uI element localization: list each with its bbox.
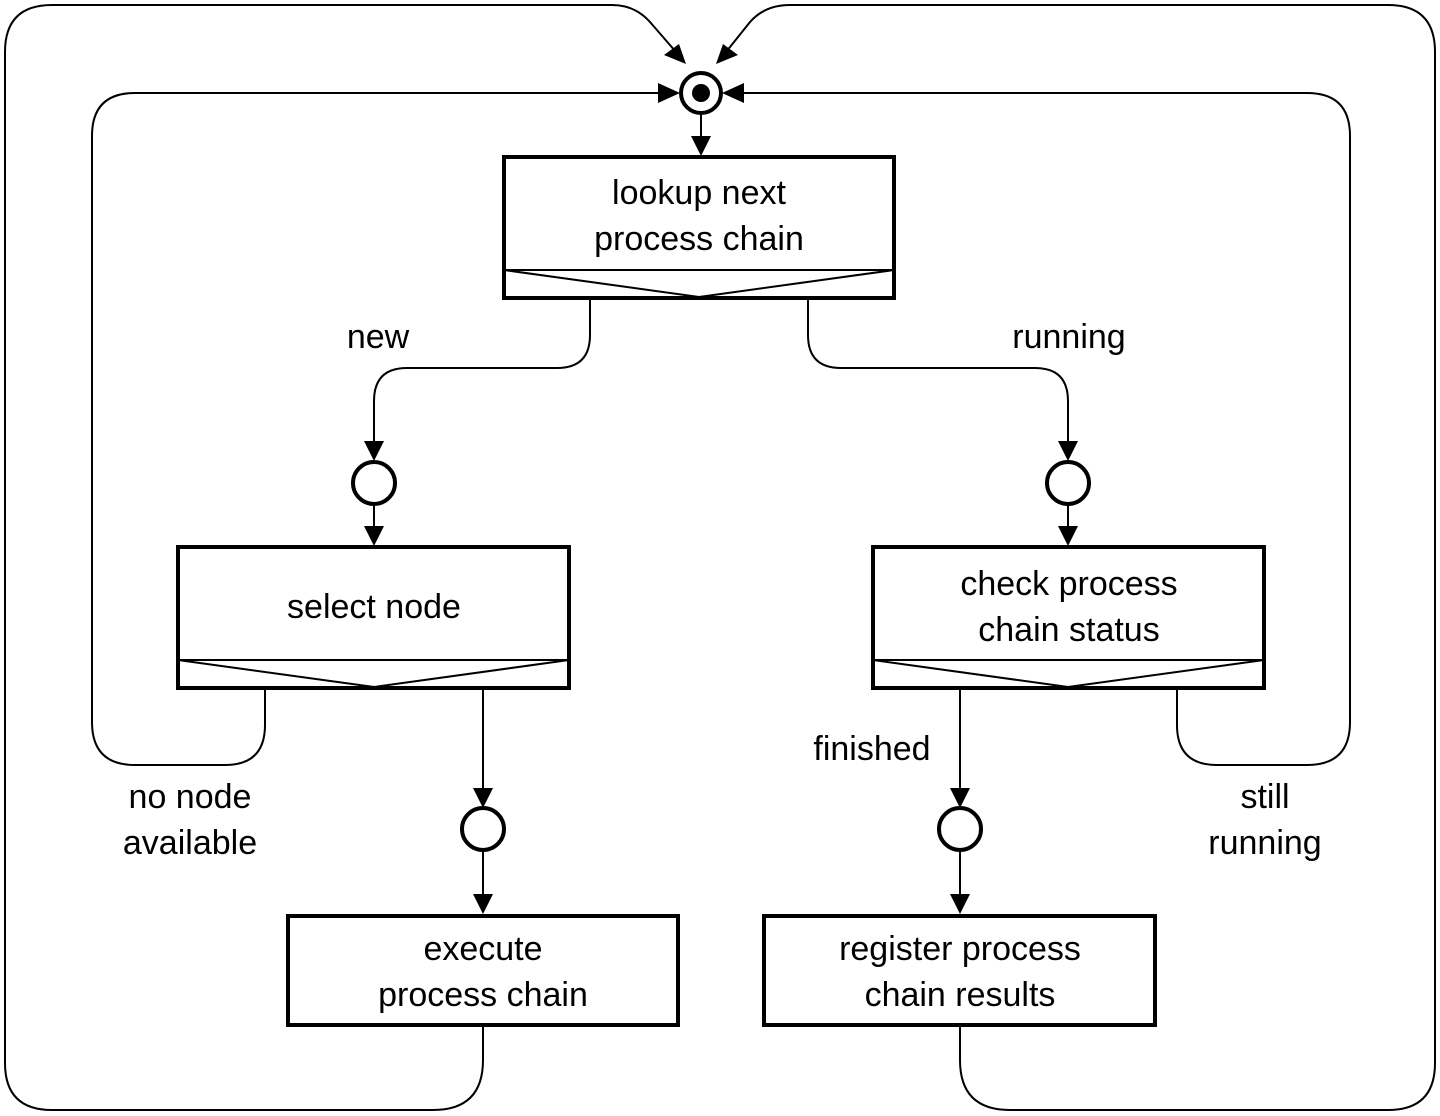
arrowhead [1058,441,1078,461]
arrowhead [722,83,744,103]
edge-label-running: running [1012,318,1125,356]
register-process-chain-results-box: register process chain results [762,914,1157,1027]
edge-label-still-running: still [1240,778,1289,816]
arrowhead [364,526,384,546]
connector-node [351,460,397,506]
box-label: select node [287,588,461,626]
edge-execute-to-start [4,4,677,1111]
box-label: chain status [978,611,1159,649]
arrowhead [364,441,384,461]
box-label: lookup next [612,174,786,212]
check-process-chain-status-box: check process chain status [871,545,1266,690]
arrowhead [950,894,970,914]
edge-still-running-to-start [738,92,1351,766]
execute-process-chain-box: execute process chain [286,914,680,1027]
edge-label-no-node-available: available [123,824,257,862]
arrowhead [664,44,686,64]
edge-label-new: new [347,318,410,356]
arrowhead [658,83,680,103]
box-label: chain results [865,976,1056,1014]
arrowhead [716,44,738,64]
connector-node [937,806,983,852]
arrowhead [691,136,711,156]
connector-node [1045,460,1091,506]
arrowhead [473,894,493,914]
edge-label-no-node-available: no node [129,778,252,816]
box-label: execute [423,930,542,968]
select-node-box: select node [176,545,571,690]
edge-label-finished: finished [813,730,930,768]
edge-no-node-to-start [91,92,664,766]
connector-node [460,806,506,852]
edge-lookup-new [373,298,591,445]
arrowhead [1058,526,1078,546]
box-label: check process [960,565,1177,603]
arrowhead [473,788,493,808]
arrowhead [950,788,970,808]
box-label: process chain [594,220,804,258]
box-label: register process [839,930,1081,968]
box-label: process chain [378,976,588,1014]
edge-lookup-running [807,298,1069,445]
lookup-next-process-chain-box: lookup next process chain [502,155,896,300]
edge-label-still-running: running [1208,824,1321,862]
start-node-dot [692,84,710,102]
edge-register-to-start [725,4,1436,1111]
